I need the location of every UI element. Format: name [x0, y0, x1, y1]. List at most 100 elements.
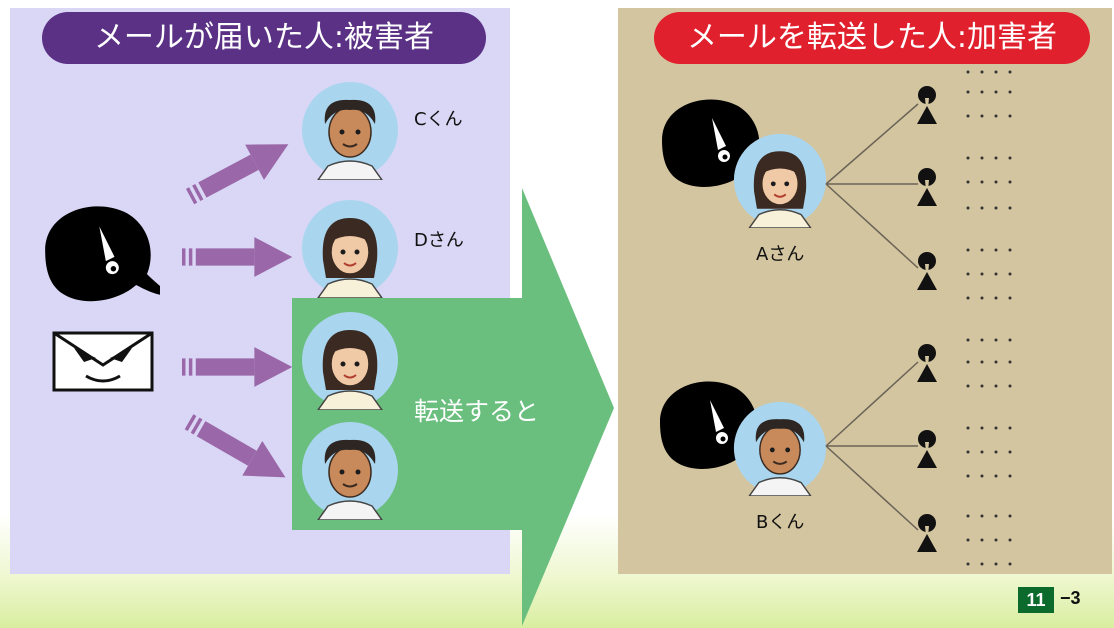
continuation-dot: [1008, 474, 1012, 478]
continuation-dot: [980, 156, 984, 160]
continuation-dot: [994, 384, 998, 388]
continuation-dot: [1008, 338, 1012, 342]
continuation-dot: [1008, 450, 1012, 454]
forward-lines-b: [825, 361, 919, 531]
continuation-dot: [980, 70, 984, 74]
continuation-dot: [980, 206, 984, 210]
continuation-dot: [1008, 538, 1012, 542]
continuation-dot: [980, 384, 984, 388]
evil-envelope-icon: [52, 331, 154, 392]
person-icon: [917, 514, 937, 552]
continuation-dot: [1008, 514, 1012, 518]
page-subnumber: −3: [1060, 588, 1081, 608]
continuation-dot: [994, 296, 998, 300]
perpetrator-title: メールを転送した人:加害者: [654, 12, 1090, 64]
continuation-dot: [1008, 90, 1012, 94]
person-icon: [917, 344, 937, 382]
continuation-dot: [1008, 360, 1012, 364]
continuation-dot: [980, 296, 984, 300]
continuation-dot: [980, 426, 984, 430]
recipient-c-label: Cくん: [414, 109, 463, 130]
continuation-dot: [1008, 248, 1012, 252]
continuation-dot: [980, 562, 984, 566]
continuation-dot: [980, 180, 984, 184]
continuation-dot: [966, 474, 970, 478]
continuation-dot: [980, 360, 984, 364]
continuation-dot: [994, 70, 998, 74]
forward-lines-a: [825, 103, 919, 269]
continuation-dot: [994, 90, 998, 94]
continuation-dot: [966, 180, 970, 184]
continuation-dot: [966, 384, 970, 388]
person-icon: [917, 86, 937, 124]
continuation-dot: [1008, 114, 1012, 118]
continuation-dot: [994, 180, 998, 184]
continuation-dot: [980, 248, 984, 252]
continuation-dot: [980, 514, 984, 518]
continuation-dot: [966, 450, 970, 454]
send-arrow-c: [180, 126, 298, 215]
person-icon: [917, 252, 937, 290]
person-icon: [917, 168, 937, 206]
continuation-dot: [966, 296, 970, 300]
forwarder-b-label: Bくん: [756, 512, 805, 533]
continuation-dot: [966, 272, 970, 276]
continuation-dot: [994, 156, 998, 160]
continuation-dot: [966, 426, 970, 430]
continuation-dot: [966, 562, 970, 566]
continuation-dot: [980, 90, 984, 94]
boy-c-avatar: [301, 81, 399, 180]
send-arrow-a: [182, 347, 293, 387]
continuation-dot: [994, 206, 998, 210]
continuation-dot: [994, 538, 998, 542]
anonymous-sender-icon: [45, 206, 160, 302]
continuation-dot: [994, 360, 998, 364]
continuation-dot: [1008, 180, 1012, 184]
continuation-dot: [1008, 156, 1012, 160]
forward-arrow-label: 転送すると: [414, 397, 540, 426]
continuation-dot: [1008, 206, 1012, 210]
continuation-dot: [1008, 426, 1012, 430]
continuation-dot: [966, 206, 970, 210]
continuation-dots: [966, 70, 1012, 566]
send-arrow-b: [179, 404, 296, 495]
continuation-dot: [966, 156, 970, 160]
continuation-dot: [1008, 70, 1012, 74]
continuation-dot: [966, 70, 970, 74]
continuation-dot: [1008, 272, 1012, 276]
continuation-dot: [994, 426, 998, 430]
send-arrow-d: [182, 237, 293, 277]
continuation-dot: [966, 90, 970, 94]
continuation-dot: [994, 248, 998, 252]
continuation-dot: [1008, 384, 1012, 388]
recipient-d-label: Dさん: [414, 230, 464, 251]
girl-d-avatar: [301, 199, 399, 298]
continuation-dot: [994, 114, 998, 118]
continuation-dot: [994, 562, 998, 566]
continuation-dot: [994, 272, 998, 276]
continuation-dot: [980, 338, 984, 342]
continuation-dot: [966, 360, 970, 364]
continuation-dot: [966, 248, 970, 252]
continuation-dot: [980, 538, 984, 542]
continuation-dot: [994, 450, 998, 454]
continuation-dot: [1008, 296, 1012, 300]
page-number-badge: 11: [1018, 587, 1054, 613]
continuation-dot: [966, 338, 970, 342]
continuation-dot: [994, 514, 998, 518]
continuation-dot: [994, 474, 998, 478]
continuation-dot: [980, 474, 984, 478]
forwarder-a-avatar: [732, 132, 828, 228]
continuation-dot: [966, 514, 970, 518]
continuation-dot: [966, 538, 970, 542]
continuation-dot: [980, 114, 984, 118]
continuation-dot: [966, 114, 970, 118]
victim-title: メールが届いた人:被害者: [42, 12, 486, 64]
continuation-dot: [994, 338, 998, 342]
continuation-dot: [980, 450, 984, 454]
continuation-dot: [980, 272, 984, 276]
forwarder-a-label: Aさん: [756, 244, 805, 265]
forwarder-b-avatar: [732, 400, 828, 496]
continuation-dot: [1008, 562, 1012, 566]
